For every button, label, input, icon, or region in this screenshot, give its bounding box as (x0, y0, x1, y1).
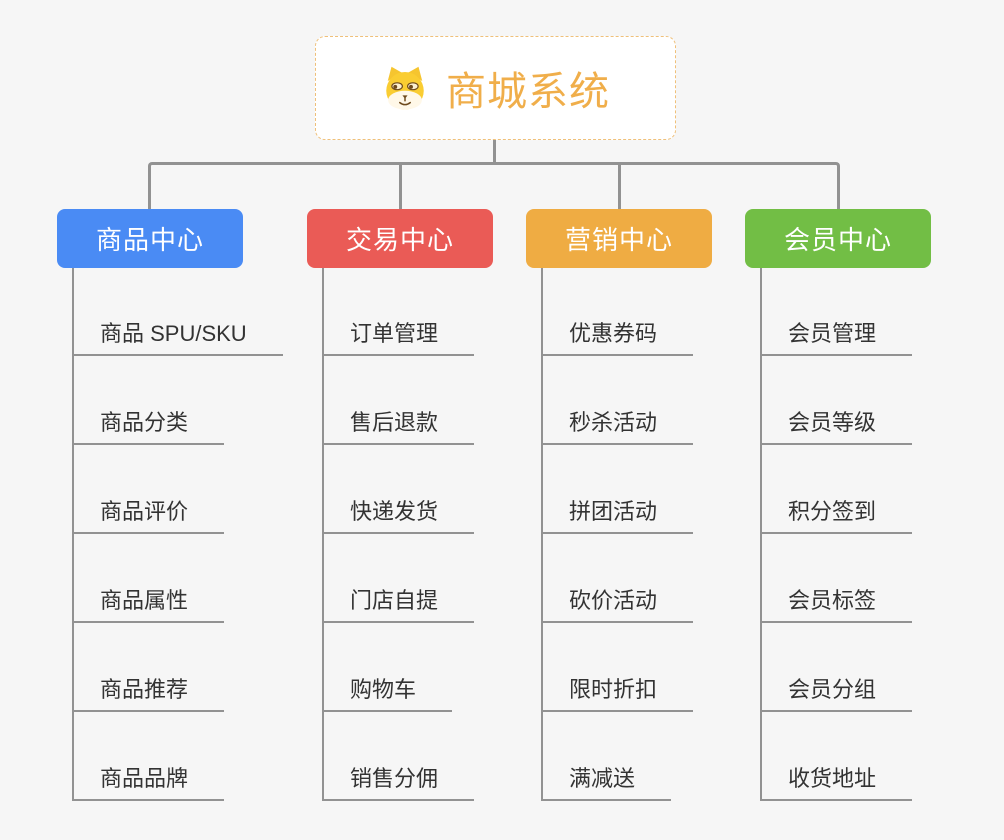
child-node[interactable]: 商品品牌 (72, 765, 225, 801)
branch-header-label: 交易中心 (345, 225, 454, 255)
child-node[interactable]: 会员管理 (760, 320, 913, 356)
connector-branch-line (322, 268, 324, 801)
branch-header-label: 会员中心 (783, 225, 892, 255)
connector-drop-2 (618, 165, 621, 209)
connector-branch-line (72, 268, 74, 801)
child-node[interactable]: 商品评价 (72, 498, 225, 534)
child-node[interactable]: 快递发货 (322, 498, 475, 534)
branch-header-3[interactable]: 会员中心 (745, 209, 931, 268)
doge-icon (386, 66, 424, 110)
branch-column-2: 营销中心 优惠券码秒杀活动拼团活动砍价活动限时折扣满减送 (526, 209, 786, 801)
child-node[interactable]: 会员等级 (760, 409, 913, 445)
child-node[interactable]: 订单管理 (322, 320, 475, 356)
child-node[interactable]: 商品属性 (72, 587, 225, 623)
branch-header-1[interactable]: 交易中心 (307, 209, 493, 268)
connector-drop-1 (399, 165, 402, 209)
child-node[interactable]: 优惠券码 (541, 320, 694, 356)
child-node[interactable]: 砍价活动 (541, 587, 694, 623)
connector-branch-line (760, 268, 762, 801)
branch-header-0[interactable]: 商品中心 (57, 209, 243, 268)
child-node[interactable]: 销售分佣 (322, 765, 475, 801)
root-title: 商城系统 (446, 70, 610, 114)
child-node[interactable]: 秒杀活动 (541, 409, 694, 445)
branch-column-0: 商品中心 商品 SPU/SKU 商品分类商品评价商品属性商品推荐商品品牌 (57, 209, 317, 801)
child-node[interactable]: 满减送 (541, 765, 672, 801)
branch-header-label: 商品中心 (95, 225, 204, 255)
child-node[interactable]: 门店自提 (322, 587, 475, 623)
child-node[interactable]: 商品 SPU/SKU (72, 320, 283, 356)
child-node[interactable]: 收货地址 (760, 765, 913, 801)
child-node[interactable]: 购物车 (322, 676, 453, 712)
child-node[interactable]: 商品推荐 (72, 676, 225, 712)
connector-branch-line (541, 268, 543, 801)
child-node[interactable]: 会员分组 (760, 676, 913, 712)
branch-header-2[interactable]: 营销中心 (526, 209, 712, 268)
child-node[interactable]: 会员标签 (760, 587, 913, 623)
child-node[interactable]: 限时折扣 (541, 676, 694, 712)
connector-bus (148, 162, 840, 209)
connector-root-stub (493, 140, 496, 163)
child-node[interactable]: 积分签到 (760, 498, 913, 534)
branch-column-1: 交易中心 订单管理售后退款快递发货门店自提购物车销售分佣 (307, 209, 567, 801)
child-node[interactable]: 售后退款 (322, 409, 475, 445)
child-node[interactable]: 拼团活动 (541, 498, 694, 534)
root-node[interactable]: 商城系统 (315, 36, 676, 140)
child-node[interactable]: 商品分类 (72, 409, 225, 445)
branch-header-label: 营销中心 (564, 225, 673, 255)
branch-column-3: 会员中心 会员管理会员等级积分签到会员标签会员分组收货地址 (745, 209, 1004, 801)
